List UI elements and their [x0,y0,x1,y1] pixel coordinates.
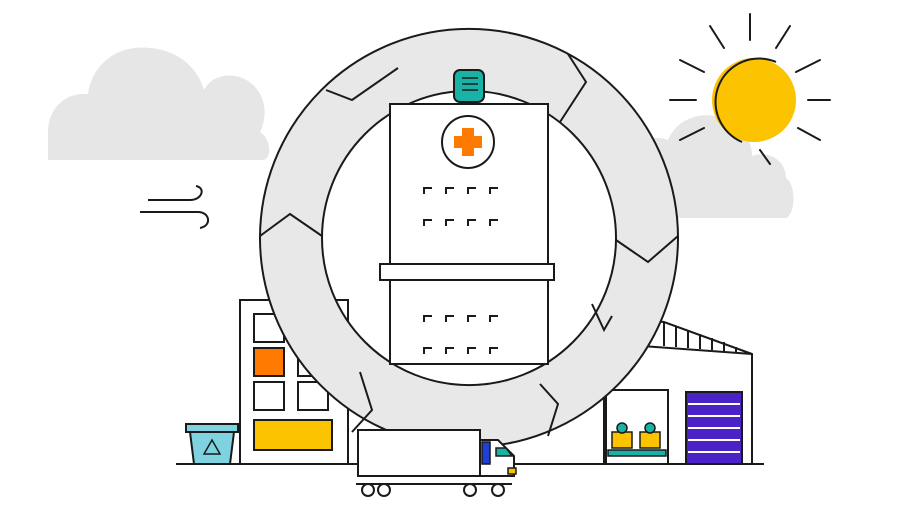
wind-lines [140,185,209,229]
recycle-icon [202,438,222,455]
delivery-truck [356,429,517,497]
pallet-goods [605,389,669,465]
warehouse [603,314,753,465]
document-icon [453,69,485,103]
warehouse-door [685,391,743,465]
windows-upper [423,187,498,226]
sun [669,13,831,165]
hospital-building [379,103,555,365]
cloud-left [48,47,270,160]
recycling-bin [185,423,239,465]
windows-lower [423,315,498,354]
medical-cross [441,115,495,169]
